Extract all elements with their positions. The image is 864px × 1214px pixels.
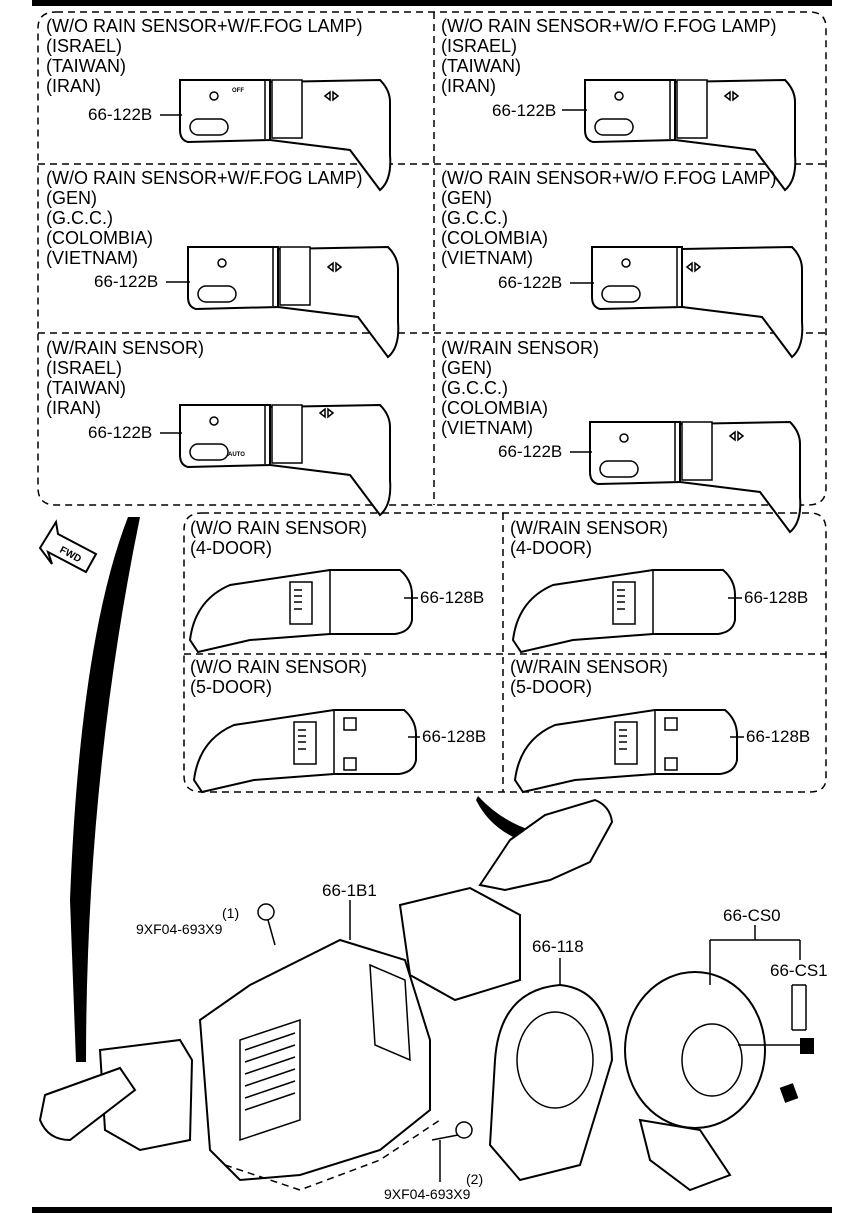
screw-2-index: (2)	[466, 1171, 484, 1187]
part-number-label: 66-122B	[498, 442, 563, 461]
part-number-label: 66-122B	[498, 273, 563, 292]
clock-spring-label: 66-CS0	[723, 906, 781, 925]
top-panel-3-label: (W/O RAIN SENSOR+W/F.FOG LAMP)(GEN)(G.C.…	[46, 168, 363, 268]
top-border-bar	[32, 0, 832, 6]
screw-1-index: (1)	[222, 905, 240, 921]
top-panel-4-label: (W/O RAIN SENSOR+W/O F.FOG LAMP)(GEN)(G.…	[441, 168, 777, 268]
part-number-label: 66-128B	[422, 727, 487, 746]
part-number-label: 66-122B	[88, 423, 153, 442]
part-number-label: 66-122B	[492, 101, 557, 120]
part-number-label: 66-128B	[746, 727, 811, 746]
bottom-border-bar	[32, 1207, 832, 1213]
top-panel-1-label: (W/O RAIN SENSOR+W/F.FOG LAMP)(ISRAEL)(T…	[46, 16, 363, 96]
wiper-panel-4-label: (W/RAIN SENSOR)(5-DOOR)	[510, 657, 669, 697]
off-text: OFF	[232, 88, 244, 94]
part-number-label: 66-128B	[744, 588, 809, 607]
part-number-label: 66-122B	[88, 105, 153, 124]
part-number-label: 66-122B	[94, 272, 159, 291]
top-panel-6-label: (W/RAIN SENSOR)(GEN)(G.C.C.)(COLOMBIA)(V…	[441, 338, 600, 438]
part-number-label: 66-128B	[420, 588, 485, 607]
screw-2-part: 9XF04-693X9	[384, 1186, 471, 1202]
auto-text: AUTO	[228, 452, 245, 458]
top-panel-2-label: (W/O RAIN SENSOR+W/O F.FOG LAMP)(ISRAEL)…	[441, 16, 777, 96]
combo-switch-label: 66-1B1	[322, 881, 377, 900]
top-panel-5-label: (W/RAIN SENSOR)(ISRAEL)(TAIWAN)(IRAN)	[46, 338, 205, 418]
wiper-panel-2-label: (W/RAIN SENSOR)(4-DOOR)	[510, 518, 669, 558]
screw-1-part: 9XF04-693X9	[136, 921, 223, 937]
wiper-panel-3-label: (W/O RAIN SENSOR)(5-DOOR)	[190, 657, 368, 697]
wiper-panel-1-label: (W/O RAIN SENSOR)(4-DOOR)	[190, 518, 368, 558]
clock-spring-part-label: 66-CS1	[770, 961, 828, 980]
cover-label: 66-118	[532, 937, 584, 956]
